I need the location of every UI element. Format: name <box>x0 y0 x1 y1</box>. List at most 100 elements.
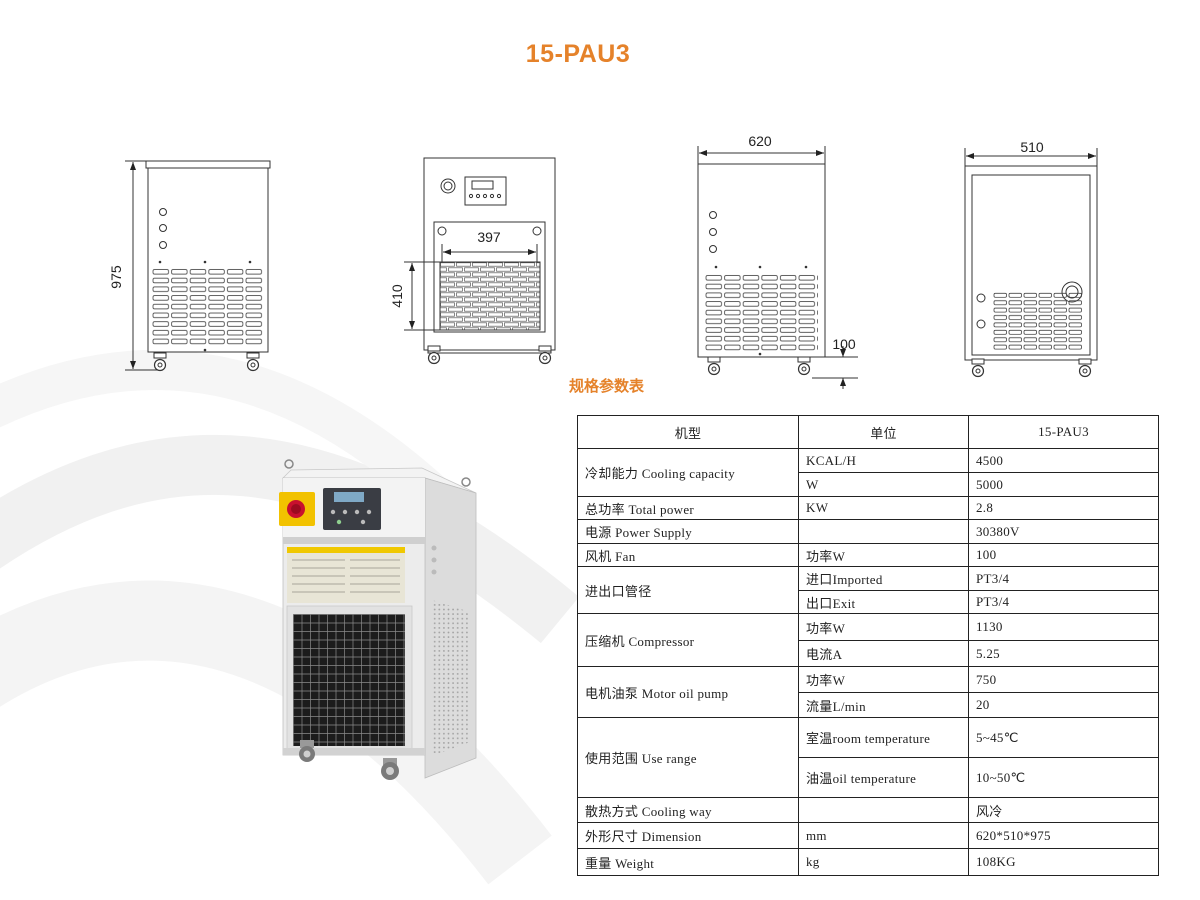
caster-wheel <box>538 345 552 365</box>
unit-cell: KCAL/H <box>798 448 969 473</box>
back-view-drawing <box>964 148 1098 378</box>
value-cell: 5~45℃ <box>968 717 1159 758</box>
value-cell: 5000 <box>968 472 1159 497</box>
back-panel <box>971 174 1091 356</box>
spec-table: 机型 单位 15-PAU3 冷却能力 Cooling capacity KCAL… <box>577 415 1159 876</box>
base-bar <box>427 349 552 354</box>
table-row: 总功率 Total power KW 2.8 <box>577 496 1159 520</box>
caster-wheel <box>153 352 167 372</box>
unit-cell: kg <box>798 848 969 876</box>
value-cell: 108KG <box>968 848 1159 876</box>
unit-cell: 功率W <box>798 613 969 641</box>
table-row: 外形尺寸 Dimension mm 620*510*975 <box>577 822 1159 849</box>
page-title: 15-PAU3 <box>525 40 631 68</box>
unit-cell: mm <box>798 822 969 849</box>
table-row: 重量 Weight kg 108KG <box>577 848 1159 876</box>
vent-grid <box>152 268 264 346</box>
item-cell: 外形尺寸 Dimension <box>577 822 799 849</box>
table-row: 进出口管径 进口Imported PT3/4 <box>577 566 1159 614</box>
unit-cell: 电流A <box>798 640 969 667</box>
vent-grid <box>705 274 818 352</box>
unit-cell: 油温oil temperature <box>798 757 969 798</box>
item-cell: 总功率 Total power <box>577 496 799 520</box>
item-cell: 进出口管径 <box>577 566 799 614</box>
item-cell: 使用范围 Use range <box>577 717 799 798</box>
item-cell: 电源 Power Supply <box>577 519 799 544</box>
header-value: 15-PAU3 <box>968 415 1159 449</box>
port-icon <box>159 208 167 216</box>
table-row: 风机 Fan 功率W 100 <box>577 543 1159 567</box>
header-model: 机型 <box>577 415 799 449</box>
front-view-drawing <box>404 157 556 365</box>
value-cell: PT3/4 <box>968 590 1159 614</box>
value-cell: 750 <box>968 666 1159 693</box>
unit-cell: 出口Exit <box>798 590 969 614</box>
grille-height-label: 410 <box>389 284 405 308</box>
lifting-eyebolt <box>461 477 471 487</box>
height-dimension-label: 975 <box>108 265 124 289</box>
display <box>471 180 494 190</box>
table-row: 使用范围 Use range 室温room temperature 5~45℃ <box>577 717 1159 798</box>
unit-cell: 流量L/min <box>798 692 969 718</box>
table-row: 散热方式 Cooling way 风冷 <box>577 797 1159 823</box>
spec-label <box>287 547 405 603</box>
table-row: 电流A 5.25 <box>578 640 1159 667</box>
port-icon <box>159 224 167 232</box>
port-icon <box>159 241 167 249</box>
side-perforation <box>432 600 470 756</box>
unit-cell: W <box>798 472 969 497</box>
item-cell: 冷却能力 Cooling capacity <box>577 448 799 497</box>
port-icon <box>976 293 986 303</box>
grille-width-label: 397 <box>477 229 501 245</box>
unit-cell: 室温room temperature <box>798 717 969 758</box>
base-strip <box>283 748 425 755</box>
value-cell: 30380V <box>968 519 1159 544</box>
unit-cell <box>798 519 969 544</box>
grille-frame <box>433 221 546 333</box>
vent-grid <box>993 292 1083 351</box>
caster-wheel <box>246 352 260 372</box>
emergency-stop-icon <box>440 178 456 194</box>
table-row: 流量L/min 20 <box>578 692 1159 718</box>
side-view-drawing-right <box>697 146 858 389</box>
value-cell: 100 <box>968 543 1159 567</box>
grille <box>439 261 541 331</box>
port-icon <box>709 228 717 236</box>
value-cell: 2.8 <box>968 496 1159 520</box>
display <box>334 492 364 502</box>
table-row: 电源 Power Supply 30380V <box>577 519 1159 544</box>
table-row: 出口Exit PT3/4 <box>578 590 1159 614</box>
value-cell: 620*510*975 <box>968 822 1159 849</box>
side-view-drawing-left <box>125 160 271 372</box>
item-cell: 重量 Weight <box>577 848 799 876</box>
width-dimension-label: 510 <box>1020 139 1044 155</box>
port-icon <box>709 211 717 219</box>
caster-wheel <box>971 358 985 378</box>
unit-cell: 功率W <box>798 543 969 567</box>
top-cap <box>145 160 271 169</box>
item-cell: 风机 Fan <box>577 543 799 567</box>
handle-strip <box>283 537 425 544</box>
value-cell: PT3/4 <box>968 566 1159 591</box>
port-icon <box>709 245 717 253</box>
lifting-eyebolt <box>284 459 294 469</box>
unit-cell <box>798 797 969 823</box>
spec-table-heading: 规格参数表 <box>569 377 645 395</box>
unit-cell: KW <box>798 496 969 520</box>
product-photo <box>279 459 477 780</box>
table-header-row: 机型 单位 15-PAU3 <box>577 415 1159 449</box>
header-unit: 单位 <box>798 415 969 449</box>
condenser-grille <box>293 614 405 746</box>
value-cell: 风冷 <box>968 797 1159 823</box>
value-cell: 4500 <box>968 448 1159 473</box>
value-cell: 20 <box>968 692 1159 718</box>
value-cell: 1130 <box>968 613 1159 641</box>
width-dimension-label: 620 <box>748 133 772 149</box>
item-cell: 散热方式 Cooling way <box>577 797 799 823</box>
value-cell: 5.25 <box>968 640 1159 667</box>
caster-wheel <box>707 356 721 376</box>
unit-cell: 进口Imported <box>798 566 969 591</box>
swoosh <box>0 349 475 535</box>
port-icon <box>976 319 986 329</box>
